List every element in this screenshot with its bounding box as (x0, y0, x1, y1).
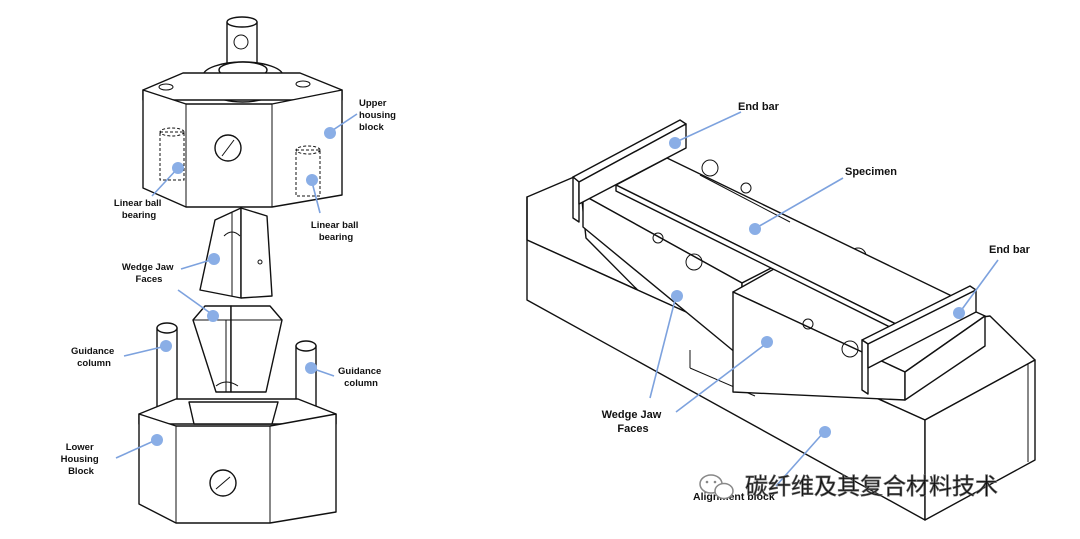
lower-housing-block (138, 398, 337, 524)
upper-housing-block (142, 16, 343, 208)
upper-housing-label: Upper housing block (359, 98, 399, 133)
end-bar-right-label: End bar (989, 244, 1031, 256)
end-bar-right-dot (953, 307, 965, 319)
wedge-jaw-right-dot-1 (671, 290, 683, 302)
specimen-label: Specimen (845, 166, 897, 178)
alignment-block-dot (819, 426, 831, 438)
alignment-block-label: Alignment block (693, 491, 775, 503)
linear-ball-left-label: Linear ball bearing (114, 198, 164, 221)
guidance-right-dot (305, 362, 317, 374)
wedge-jaw-label-left: Wedge Jaw Faces (122, 262, 176, 285)
end-bars (572, 119, 977, 395)
guidance-left-label: Guidance column (71, 346, 117, 369)
wedge-jaw-label-right: Wedge Jaw Faces (602, 409, 665, 435)
watermark-text: 碳纤维及其复合材料技术 (745, 474, 998, 500)
watermark: 碳纤维及其复合材料技术 (699, 474, 998, 500)
linear-ball-left-dot (172, 162, 184, 174)
guidance-left-dot (160, 340, 172, 352)
right-leaders (649, 111, 999, 487)
wedge-jaw-dot-1 (208, 253, 220, 265)
guidance-right-label: Guidance column (338, 366, 384, 389)
lower-wedge-jaws (192, 305, 283, 393)
lower-housing-dot (151, 434, 163, 446)
lower-housing-label: Lower Housing Block (61, 442, 102, 477)
wedge-jaw-right-dot-2 (761, 336, 773, 348)
specimen-dot (749, 223, 761, 235)
wechat-icon (699, 474, 734, 500)
upper-wedge-jaws (199, 207, 273, 299)
end-bar-left-label: End bar (738, 101, 780, 113)
end-bar-left-dot (669, 137, 681, 149)
linear-ball-right-label: Linear ball bearing (311, 220, 361, 243)
wedge-jaw-dot-2 (207, 310, 219, 322)
upper-housing-dot (324, 127, 336, 139)
left-leaders (115, 113, 358, 459)
linear-ball-right-dot (306, 174, 318, 186)
